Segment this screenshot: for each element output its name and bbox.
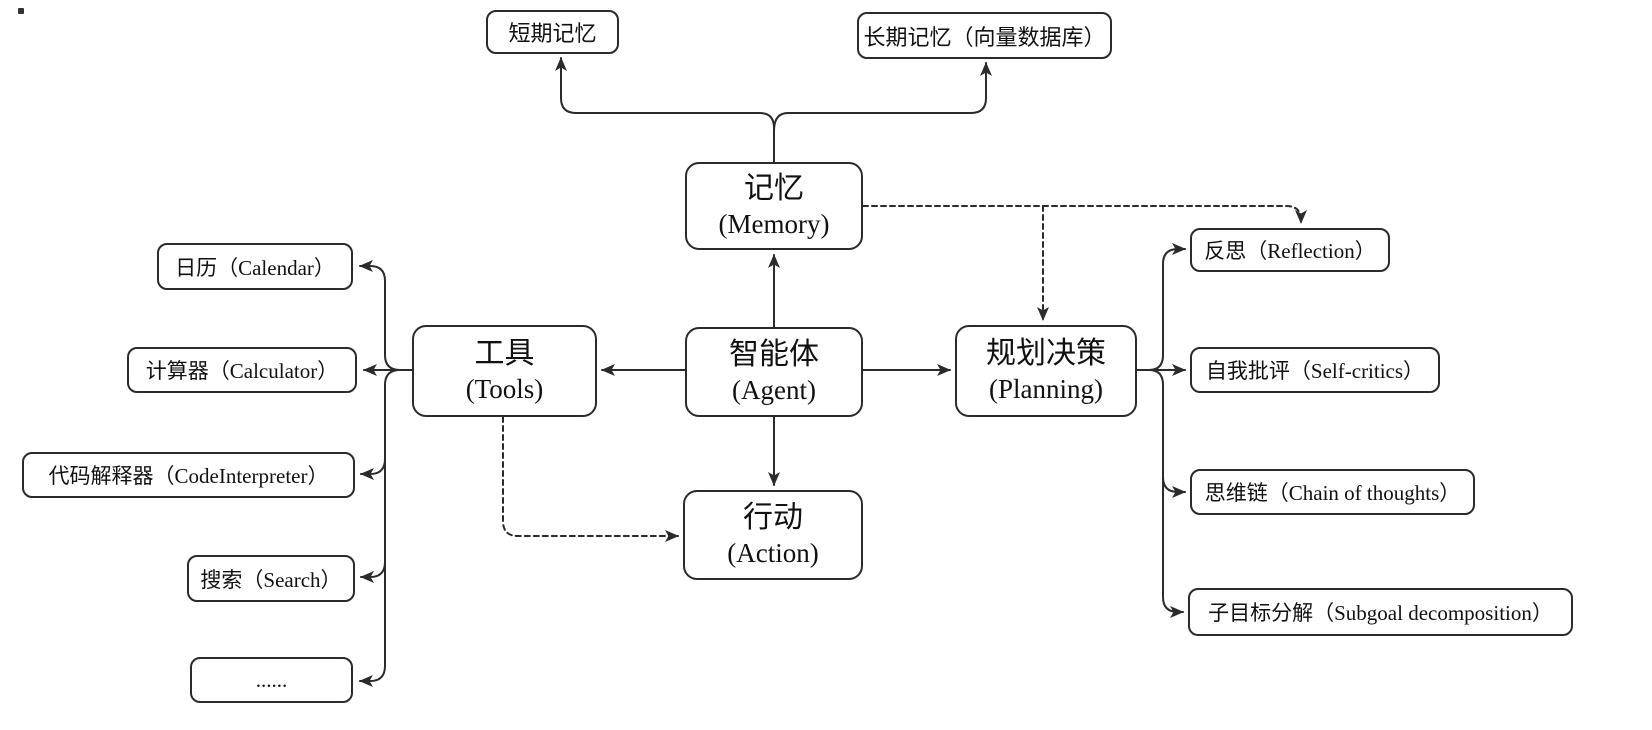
node-long-term-memory: 长期记忆（向量数据库） [857, 12, 1112, 59]
edge-memory-short-term [555, 57, 775, 163]
node-reflection: 反思（Reflection） [1190, 228, 1390, 272]
node-agent: 智能体 (Agent) [685, 327, 863, 417]
node-short-term-memory: 短期记忆 [486, 10, 619, 54]
edge-tools-search [360, 561, 386, 583]
node-calculator: 计算器（Calculator） [127, 347, 357, 393]
edge-tools-more [359, 369, 401, 687]
edge-planning-chain [1162, 476, 1186, 498]
edge-tools-action-dashed [502, 416, 679, 542]
node-action-label-zh: 行动 [743, 501, 803, 535]
node-search: 搜索（Search） [187, 555, 355, 602]
node-subgoal-decomposition: 子目标分解（Subgoal decomposition） [1188, 588, 1573, 636]
edge-tools-code-interpreter [360, 458, 386, 480]
node-memory-label-en: (Memory) [718, 208, 830, 239]
edge-tools-calendar [359, 260, 401, 371]
node-calendar: 日历（Calendar） [157, 243, 353, 290]
edge-planning-reflection [1148, 243, 1186, 371]
node-tools-label-zh: 工具 [474, 337, 535, 371]
edge-memory-reflection-dashed [862, 205, 1307, 224]
edge-planning-subgoal [1148, 369, 1184, 618]
node-agent-label-en: (Agent) [732, 374, 816, 405]
node-planning-label-zh: 规划决策 [986, 337, 1106, 371]
node-planning: 规划决策 (Planning) [955, 325, 1137, 417]
corner-artifact-mark [18, 8, 24, 14]
node-code-interpreter: 代码解释器（CodeInterpreter） [22, 452, 355, 498]
node-memory: 记忆 (Memory) [685, 162, 863, 250]
node-more-tools: ...... [190, 657, 353, 703]
edge-memory-long-term [773, 62, 992, 132]
node-tools: 工具 (Tools) [412, 325, 597, 417]
node-self-critics: 自我批评（Self-critics） [1190, 347, 1440, 393]
node-tools-label-en: (Tools) [465, 373, 544, 404]
node-chain-of-thoughts: 思维链（Chain of thoughts） [1190, 469, 1475, 515]
node-agent-label-zh: 智能体 [729, 338, 819, 372]
node-memory-label-zh: 记忆 [744, 172, 804, 206]
node-planning-label-en: (Planning) [989, 373, 1103, 404]
node-action-label-en: (Action) [727, 537, 819, 568]
node-action: 行动 (Action) [683, 490, 863, 580]
